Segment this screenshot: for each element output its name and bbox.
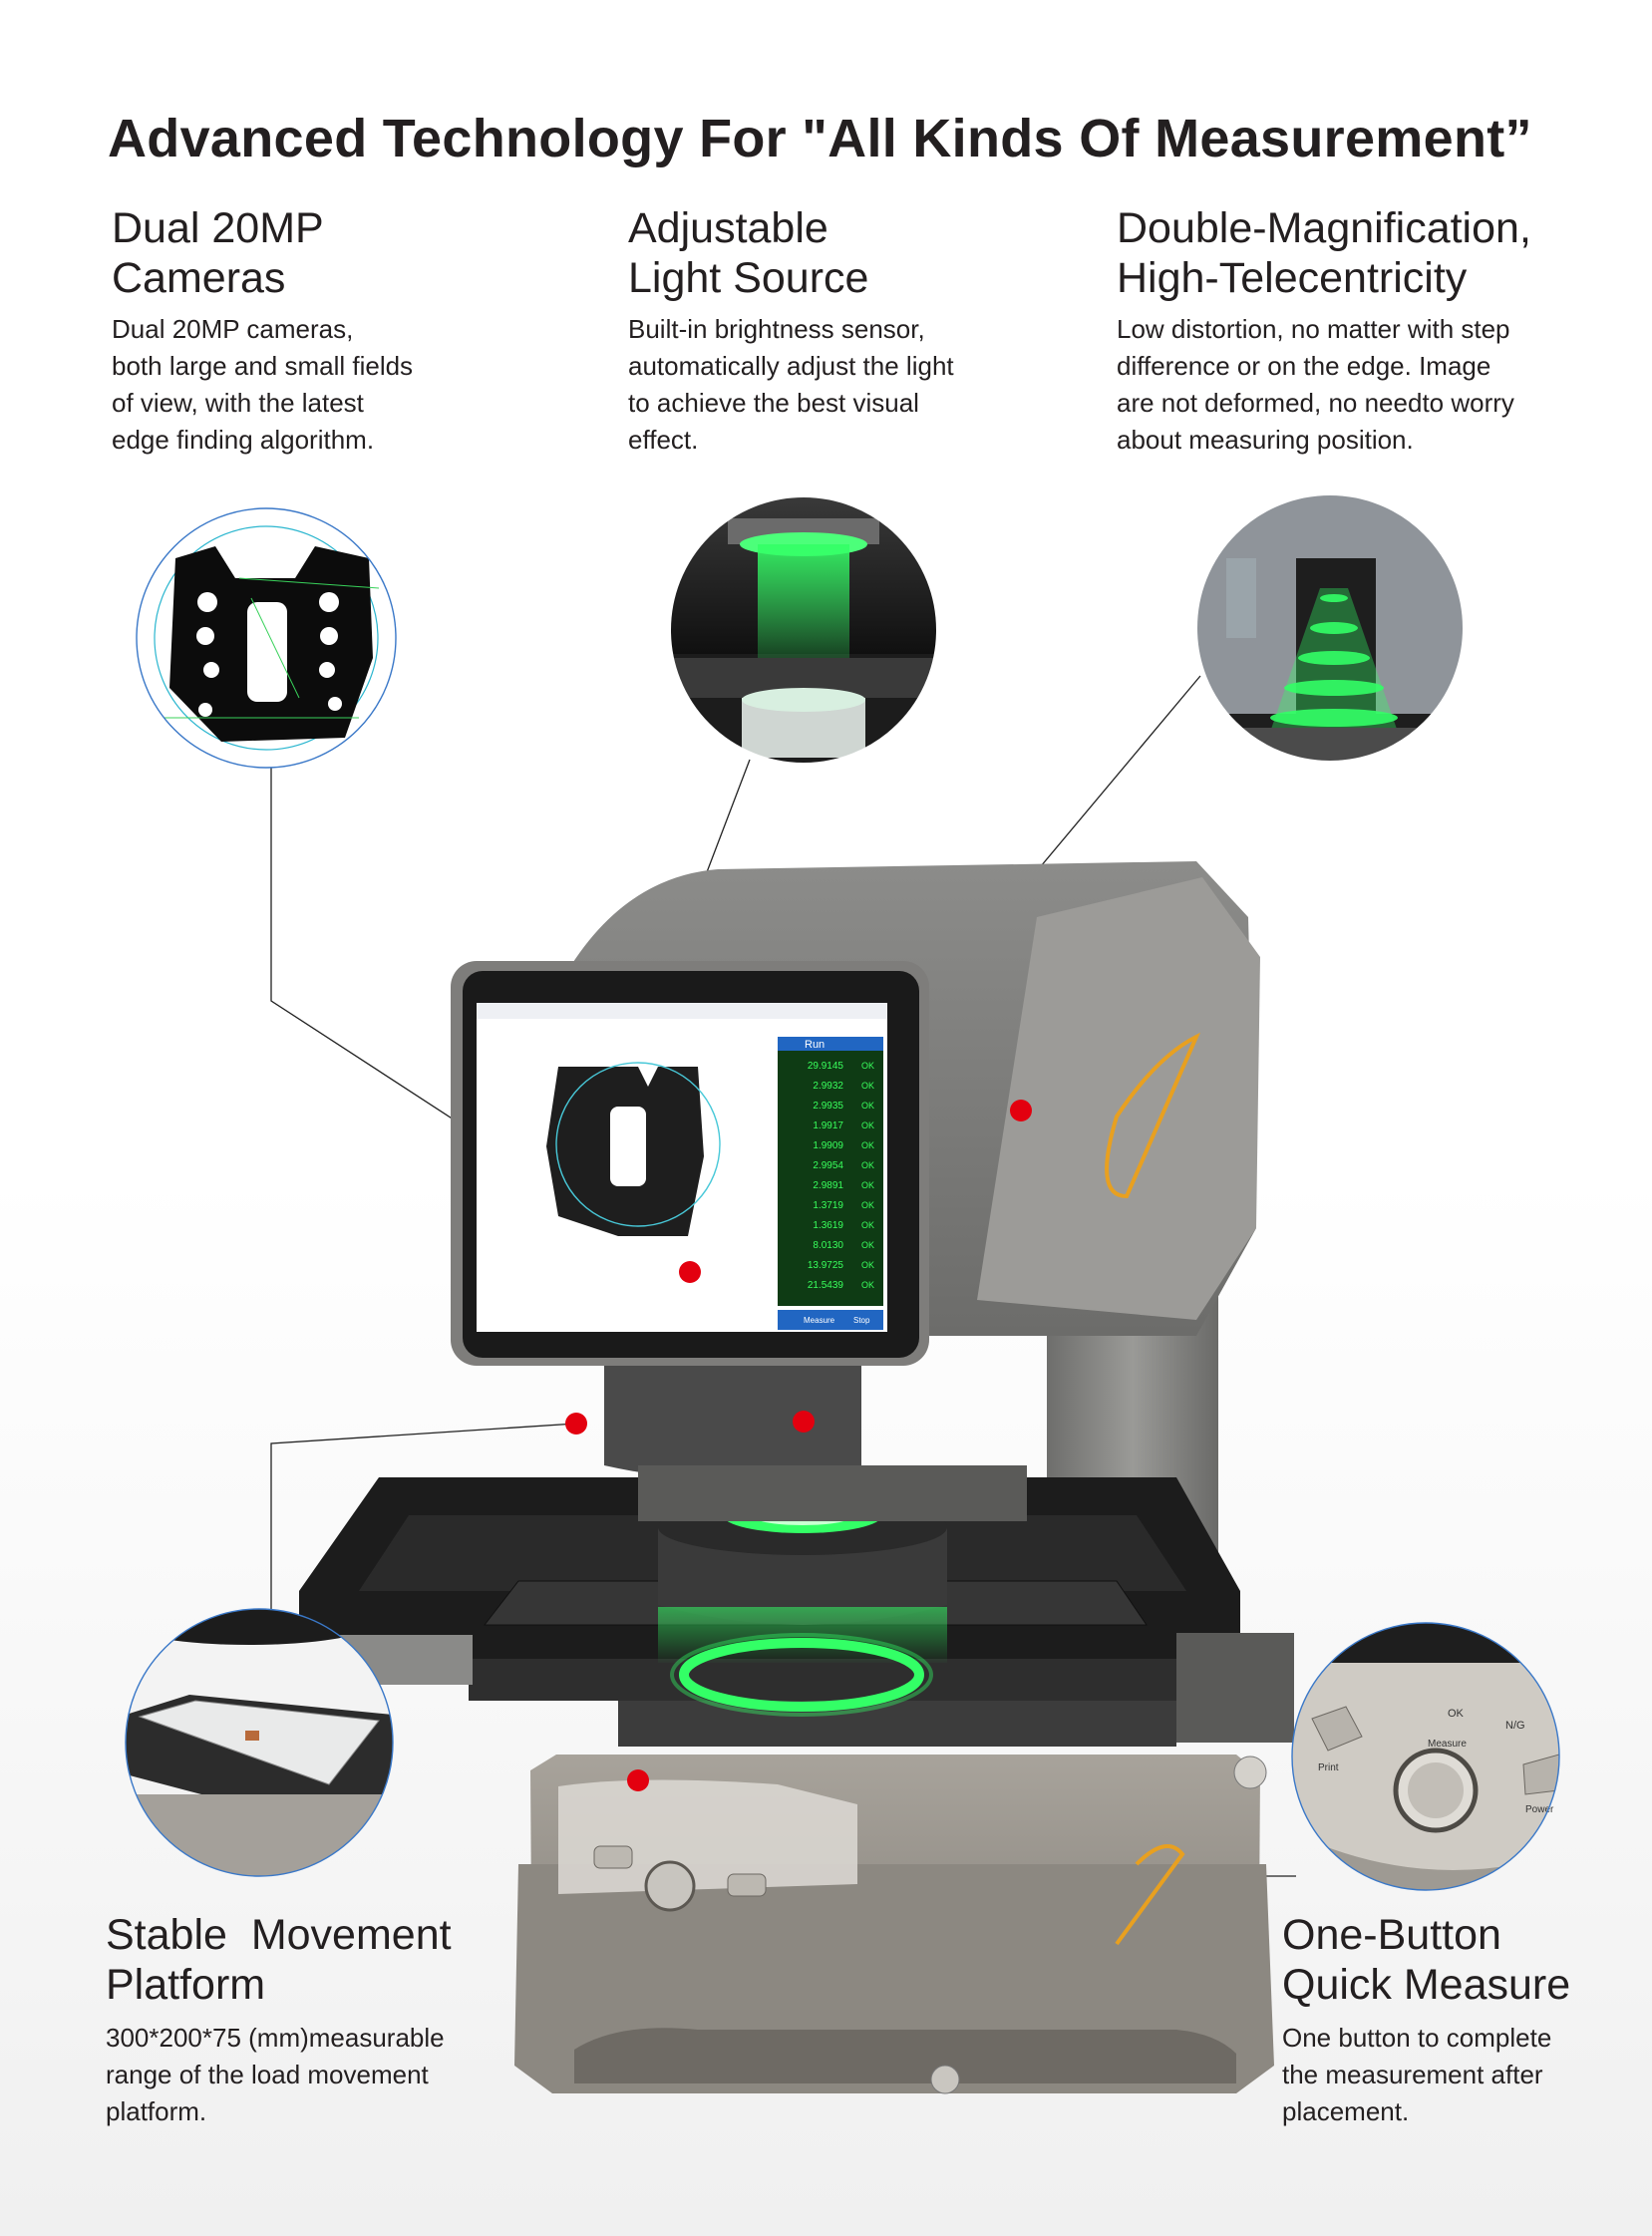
screen-reading-value: 1.9909 bbox=[813, 1140, 843, 1151]
marker-platform bbox=[565, 1413, 587, 1435]
screen-reading-value: 1.9917 bbox=[813, 1120, 843, 1131]
screen-reading-status: OK bbox=[861, 1160, 874, 1170]
screen-reading-value: 21.5439 bbox=[808, 1280, 844, 1291]
screen-reading-value: 2.9935 bbox=[813, 1101, 843, 1112]
marker-cameras bbox=[679, 1261, 701, 1283]
screen-measure-label: Measure bbox=[804, 1316, 835, 1325]
screen-reading-status: OK bbox=[861, 1061, 874, 1071]
screen-reading-value: 8.0130 bbox=[813, 1240, 843, 1251]
screen-reading-status: OK bbox=[861, 1220, 874, 1230]
marker-telecentricity bbox=[1010, 1100, 1032, 1121]
page-title: Advanced Technology For "All Kinds Of Me… bbox=[108, 109, 1532, 169]
detail-circle-cameras bbox=[136, 507, 397, 769]
screen-stop-label: Stop bbox=[853, 1316, 870, 1325]
feature-telecentricity: Double-Magnification,High-Telecentricity… bbox=[1117, 203, 1595, 459]
screen-reading-value: 2.9954 bbox=[813, 1160, 843, 1171]
screen-reading-status: OK bbox=[861, 1120, 874, 1130]
marker-measure-button bbox=[627, 1769, 649, 1791]
screen-reading-value: 29.9145 bbox=[808, 1061, 844, 1072]
screen-reading-status: OK bbox=[861, 1081, 874, 1091]
screen-reading-status: OK bbox=[861, 1280, 874, 1290]
detail-circle-button-panel: OK N/G Measure Print Power bbox=[1291, 1622, 1560, 1891]
panel-print-label: Print bbox=[1318, 1762, 1339, 1773]
screen-reading-status: OK bbox=[861, 1200, 874, 1210]
screen-reading-status: OK bbox=[861, 1260, 874, 1270]
detail-circle-telecentric-lens bbox=[1195, 493, 1465, 763]
panel-ng-label: N/G bbox=[1505, 1720, 1525, 1732]
screen-reading-value: 2.9932 bbox=[813, 1081, 843, 1092]
panel-ok-label: OK bbox=[1448, 1708, 1465, 1720]
feature-description: Dual 20MP cameras,both large and small f… bbox=[112, 314, 414, 455]
vision-measuring-machine bbox=[281, 861, 1294, 2094]
feature-description: Built-in brightness sensor,automatically… bbox=[628, 314, 954, 455]
screen-reading-status: OK bbox=[861, 1180, 874, 1190]
feature-markers bbox=[565, 1100, 1032, 1791]
screen-reading-status: OK bbox=[861, 1101, 874, 1111]
screen-run-label: Run bbox=[805, 1039, 825, 1051]
screen-reading-value: 2.9891 bbox=[813, 1180, 843, 1191]
panel-power-label: Power bbox=[1525, 1804, 1554, 1815]
screen-reading-value: 1.3619 bbox=[813, 1220, 843, 1231]
detail-circle-light-source bbox=[669, 495, 938, 765]
marker-light-source bbox=[793, 1411, 815, 1433]
feature-heading: Double-Magnification,High-Telecentricity bbox=[1117, 204, 1531, 302]
screen-reading-value: 1.3719 bbox=[813, 1200, 843, 1211]
panel-measure-label: Measure bbox=[1428, 1739, 1467, 1750]
screen-reading-status: OK bbox=[861, 1140, 874, 1150]
screen-reading-status: OK bbox=[861, 1240, 874, 1250]
screen-reading-value: 13.9725 bbox=[808, 1260, 844, 1271]
